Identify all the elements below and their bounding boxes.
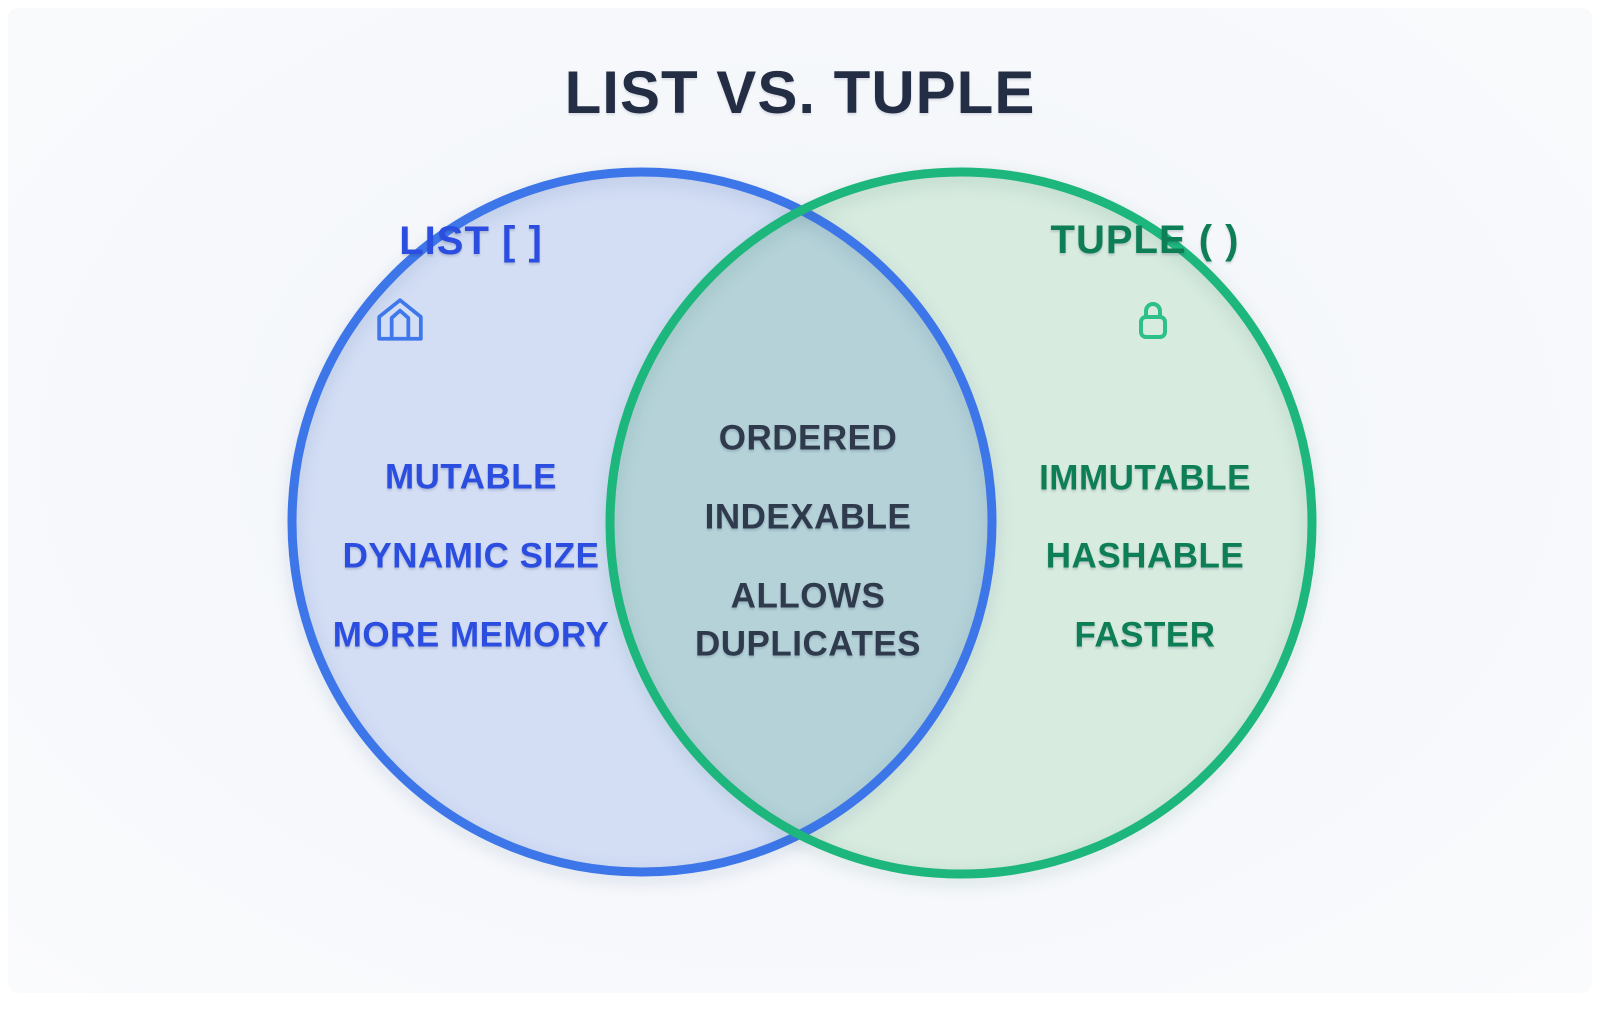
tuple-set-label: TUPLE ( ) (1051, 220, 1240, 260)
bank-icon (375, 295, 425, 345)
intersection-item: ORDERED (719, 421, 898, 456)
venn-diagram: LIST [ ] TUPLE ( ) MUTABLE DYNAMIC SIZE … (8, 8, 1592, 993)
list-item: DYNAMIC SIZE (343, 539, 600, 574)
lock-icon (1131, 295, 1175, 343)
list-item: MORE MEMORY (333, 618, 609, 653)
tuple-item: FASTER (1074, 618, 1215, 653)
tuple-item: IMMUTABLE (1039, 461, 1251, 496)
intersection-item: INDEXABLE (705, 500, 912, 535)
list-set-label: LIST [ ] (399, 221, 543, 261)
page-background: LIST VS. TUPLE LIST [ ] TUPLE ( ) (8, 8, 1592, 993)
list-item: MUTABLE (385, 460, 557, 495)
tuple-item: HASHABLE (1046, 539, 1244, 574)
intersection-item: ALLOWS DUPLICATES (648, 573, 968, 670)
